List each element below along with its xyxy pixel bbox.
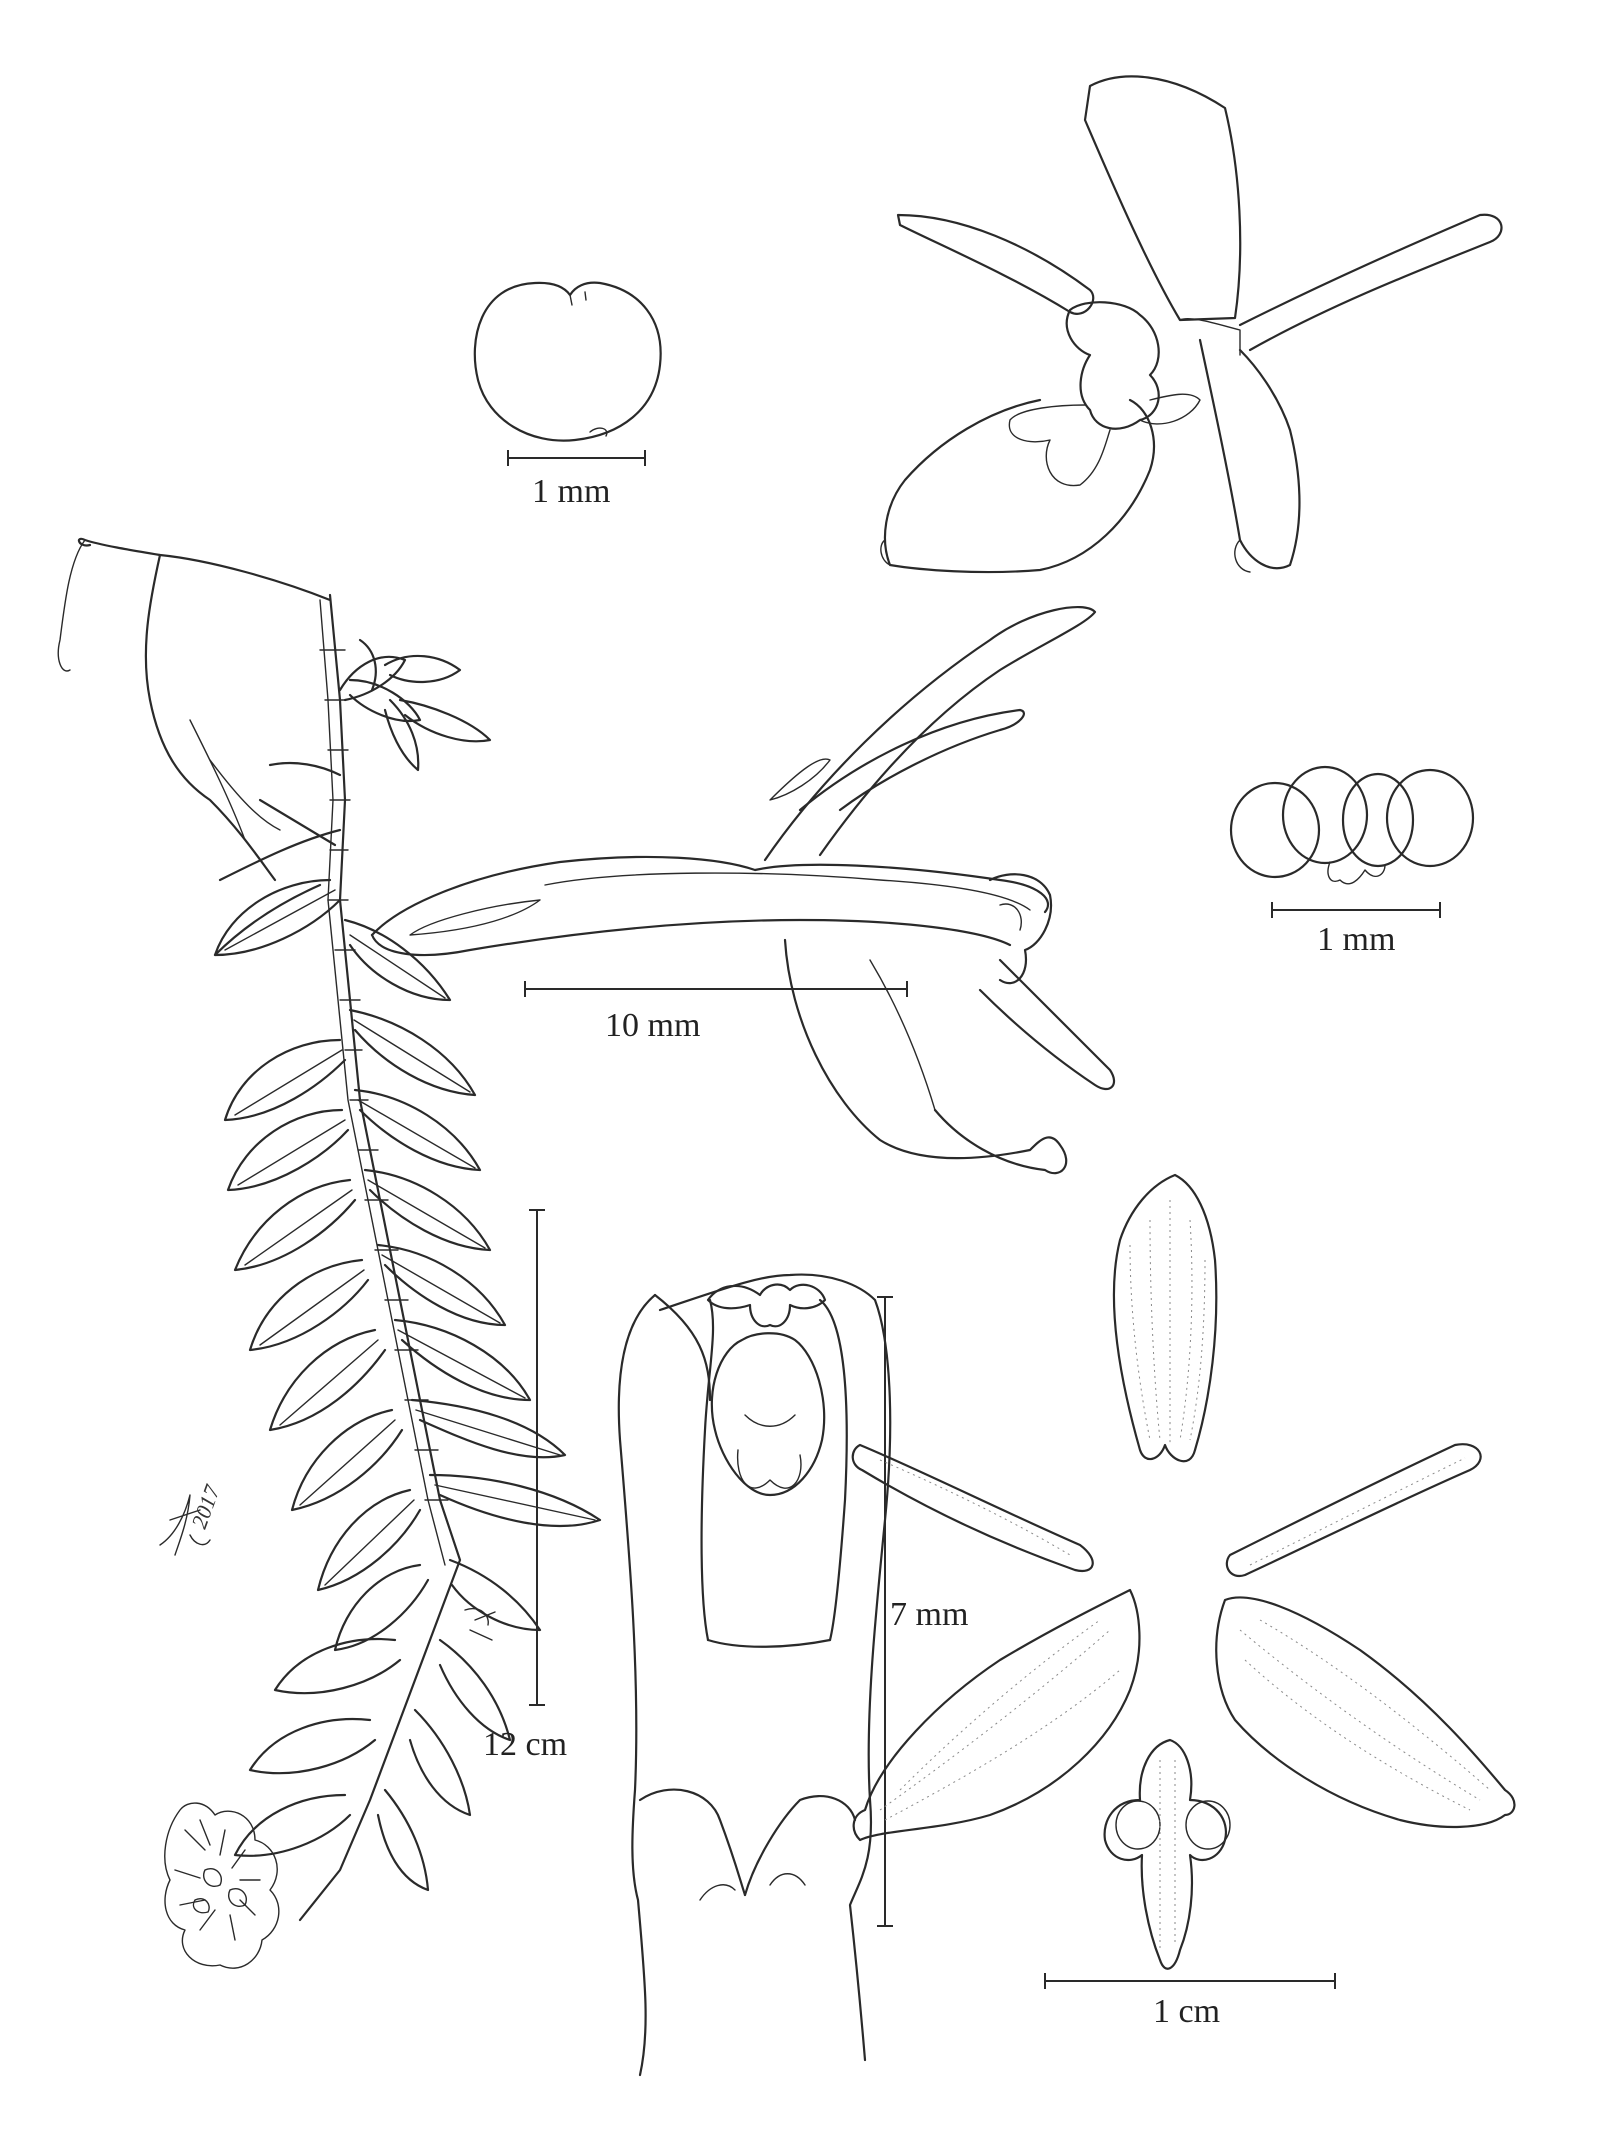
artist-signature: 2017 xyxy=(159,1481,225,1556)
habit-drawing: 12 cm xyxy=(57,537,602,1969)
anther-cap-scale-bar xyxy=(507,450,646,466)
anther-cap-drawing: 1 mm xyxy=(473,281,662,510)
pollinia-scale-label: 1 mm xyxy=(1317,921,1395,958)
habit-upper-flowers xyxy=(213,638,492,957)
pollinia-scale-bar xyxy=(1271,902,1441,918)
habit-scale-bar xyxy=(529,1209,545,1706)
anther-cap-scale-label: 1 mm xyxy=(532,473,610,510)
habit-scale-label: 12 cm xyxy=(483,1726,567,1763)
dissected-perianth-drawing: 1 cm xyxy=(851,1173,1516,2030)
flower-side-view-drawing: 10 mm xyxy=(370,605,1116,1175)
column-scale-label: 7 mm xyxy=(890,1596,968,1633)
dissection-scale-bar xyxy=(1044,1973,1336,1989)
flower-side-scale-bar xyxy=(524,981,908,997)
column-scale-bar xyxy=(877,1296,893,1927)
flower-front-view-drawing xyxy=(880,75,1503,574)
habit-flower-cluster xyxy=(164,1608,496,1969)
habit-leaves xyxy=(213,878,430,1857)
column-drawing: 7 mm xyxy=(617,1273,968,2077)
svg-text:2017: 2017 xyxy=(186,1481,225,1532)
dissection-scale-label: 1 cm xyxy=(1153,1993,1220,2030)
pollinia-drawing: 1 mm xyxy=(1229,765,1475,958)
flower-side-scale-label: 10 mm xyxy=(605,1007,700,1044)
